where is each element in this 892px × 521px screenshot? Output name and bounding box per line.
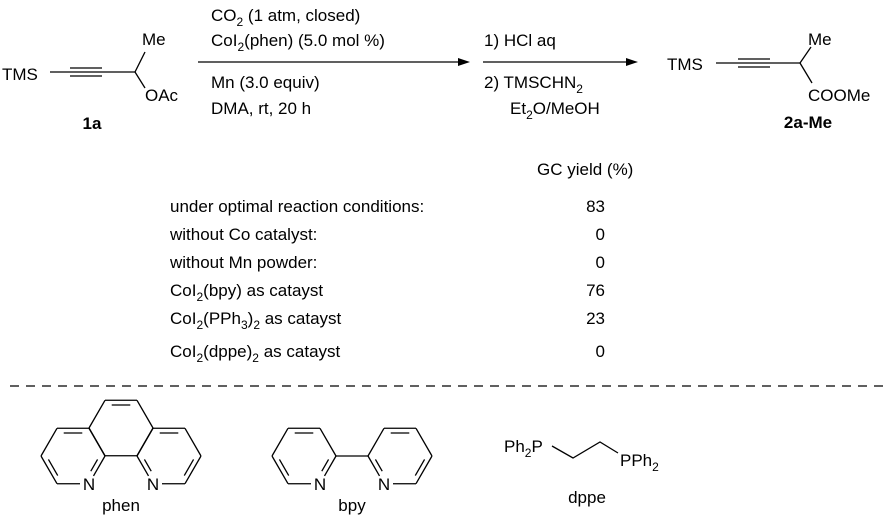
ring-double-bond-inner [47,459,59,476]
condition-co2: CO2 (1 atm, closed) [211,6,360,29]
ring-bond [415,427,433,457]
bpy-label: bpy [338,496,366,515]
ring-bond [136,427,154,457]
bpy-nitrogen-right: N [378,475,390,494]
reaction-arrow-step1 [198,58,470,66]
ring-double-bond-inner [143,459,152,472]
ring-bond [184,427,202,457]
ring-bond [271,427,289,457]
condition-solvent-temp-time: DMA, rt, 20 h [211,99,311,118]
bpy-nitrogen-left: N [314,475,326,494]
row-condition: CoI2(dppe)2 as catayst [170,342,341,365]
ring-bond [136,399,154,429]
ring-double-bond-inner [183,459,195,476]
condition-methylation-solvent: Et2O/MeOH [510,99,600,122]
ring-bond [88,427,106,457]
row-yield: 23 [586,309,605,328]
ring-bond [367,427,385,457]
ring-bond [92,455,106,477]
ring-double-bond-inner [414,459,426,476]
ring-bond [136,455,150,477]
product-methyl-label: Me [808,30,832,49]
ring-bond [271,455,289,485]
row-yield: 0 [596,253,605,272]
ring-double-bond-inner [374,459,383,472]
ring-double-bond-inner [90,459,99,472]
arrowhead-icon [626,58,638,66]
condition-reductant: Mn (3.0 equiv) [211,73,320,92]
ring-bond [319,427,337,457]
row-yield: 0 [596,225,605,244]
ring-bond [415,455,433,485]
substrate-1a: TMS Me OAc 1a [2,30,179,133]
row-condition: without Co catalyst: [169,225,317,244]
product-compound-label: 2a-Me [784,113,832,132]
substrate-tms-label: TMS [2,65,38,84]
table-row: CoI2(bpy) as catayst 76 [170,281,605,304]
dppe-right-phosphine: PPh2 [620,451,659,474]
condition-catalyst: CoI2(phen) (5.0 mol %) [211,31,385,54]
ring-bond [40,427,58,457]
product-ester-bond [799,62,813,84]
ring-bond [367,455,381,477]
product-ester-label: COOMe [808,86,870,105]
dppe-left-phosphine: Ph2P [504,437,543,460]
table-row: without Mn powder: 0 [169,253,605,272]
table-header-gc-yield: GC yield (%) [537,160,633,179]
reaction-arrow-step2 [483,58,638,66]
phen-structure: N N phen [40,399,202,515]
substrate-compound-label: 1a [83,114,102,133]
row-condition: CoI2(bpy) as catayst [170,281,323,304]
ring-bond [323,455,337,477]
bpy-structure: N N bpy [271,427,433,515]
row-condition: without Mn powder: [169,253,317,272]
product-tms-label: TMS [667,55,703,74]
ring-bond [40,455,58,485]
ring-double-bond-inner [278,459,290,476]
substrate-oac-label: OAc [145,86,179,105]
row-yield: 83 [586,197,605,216]
dppe-label: dppe [568,488,606,507]
substrate-methyl-label: Me [142,30,166,49]
row-condition: CoI2(PPh3)2 as catayst [170,309,342,332]
arrowhead-icon [458,58,470,66]
ring-bond [184,455,202,485]
dppe-ethylene-bridge [551,441,619,459]
phen-label: phen [102,496,140,515]
row-yield: 76 [586,281,605,300]
table-row: under optimal reaction conditions: 83 [170,197,605,216]
row-condition: under optimal reaction conditions: [170,197,424,216]
product-methyl-bond [799,46,812,64]
yield-table: GC yield (%) under optimal reaction cond… [169,160,633,365]
phen-nitrogen-right: N [147,475,159,494]
substrate-methyl-bond [134,51,146,73]
phen-nitrogen-left: N [83,475,95,494]
table-row: without Co catalyst: 0 [169,225,605,244]
product-2a-me: TMS Me COOMe 2a-Me [667,30,870,132]
condition-acid-workup: 1) HCl aq [484,31,556,50]
condition-methylation: 2) TMSCHN2 [484,73,583,96]
row-yield: 0 [596,342,605,361]
table-row: CoI2(dppe)2 as catayst 0 [170,342,605,365]
substrate-oac-bond [134,71,146,89]
table-row: CoI2(PPh3)2 as catayst 23 [170,309,605,332]
ring-bond [88,399,106,429]
ring-double-bond-inner [321,459,330,472]
dppe-structure: Ph2P PPh2 dppe [504,437,659,507]
